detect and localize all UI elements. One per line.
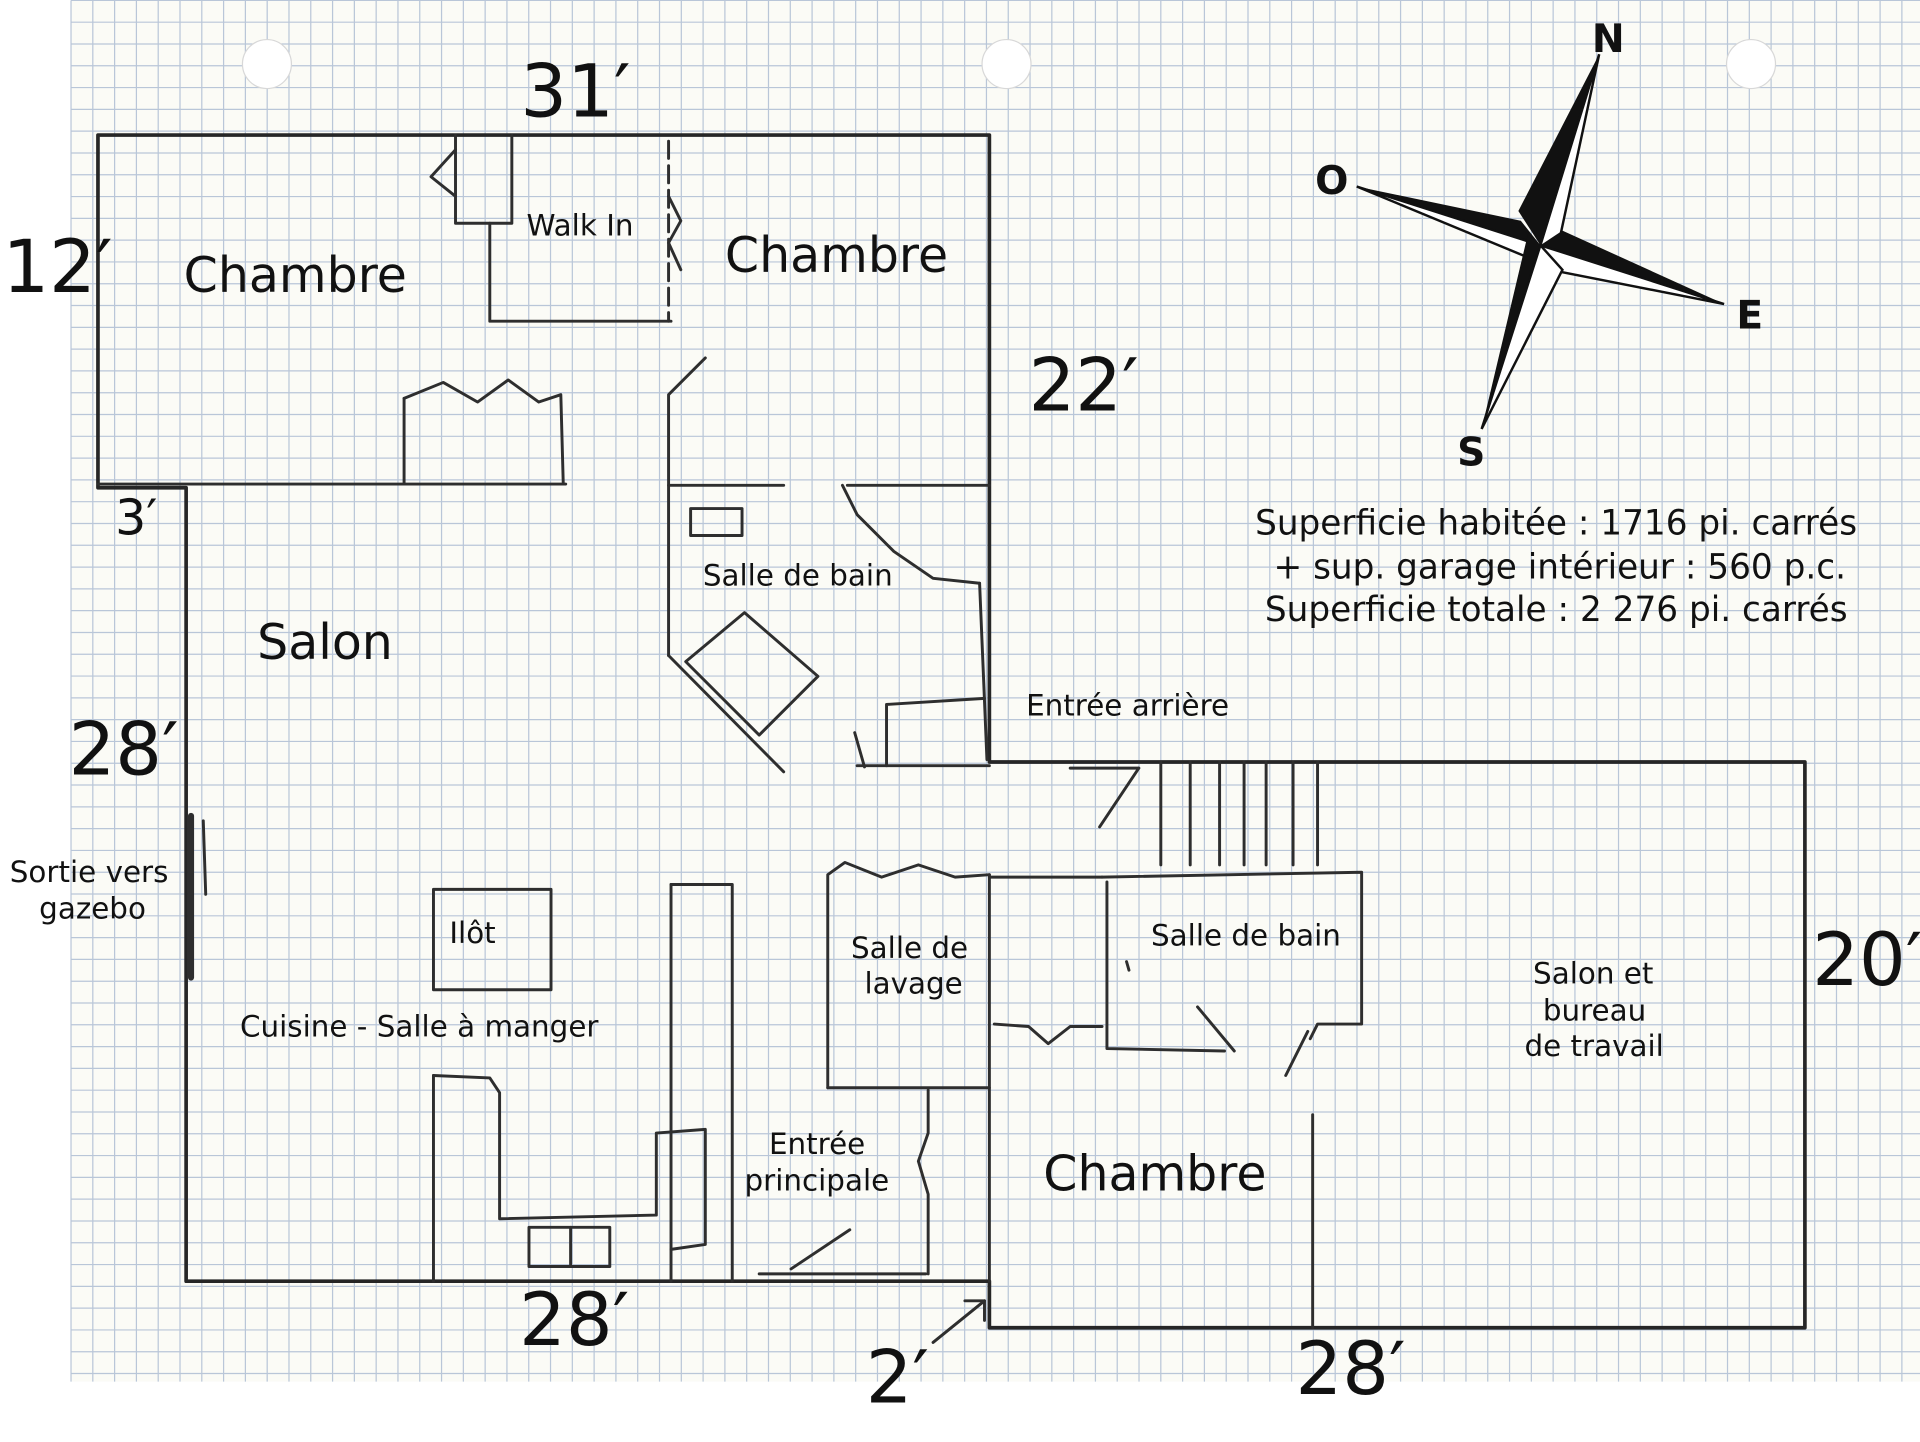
dim-bottom-left: 28′ [519, 1278, 629, 1363]
label-ilot: Ilôt [449, 916, 495, 950]
label-entree-line2: principale [744, 1164, 889, 1198]
room-walk-in: Walk In [527, 208, 634, 242]
label-sortie-line1: Sortie vers [10, 855, 169, 889]
compass-west: O [1315, 159, 1348, 204]
stairs [1068, 760, 1320, 867]
room-salle-de-bain-2: Salle de bain [1151, 919, 1341, 953]
dim-top: 31′ [520, 50, 630, 135]
room-chambre-se: Chambre [1043, 1146, 1266, 1203]
label-sortie-line2: gazebo [39, 892, 146, 926]
room-bureau-line3: de travail [1524, 1029, 1663, 1063]
stat-line3: Superficie totale : 2 276 pi. carrés [1265, 590, 1848, 630]
room-lavage-line2: lavage [864, 966, 962, 1000]
dim-upper-left: 12′ [2, 225, 112, 310]
room-lavage-line1: Salle de [851, 931, 968, 965]
island [432, 887, 553, 992]
room-salon: Salon [257, 614, 393, 671]
binder-hole [981, 38, 1032, 90]
compass-east: E [1736, 294, 1763, 339]
dim-mid-left: 28′ [69, 707, 179, 792]
stat-line2: + sup. garage intérieur : 560 p.c. [1273, 547, 1846, 587]
compass-rose-icon [1356, 53, 1725, 430]
room-chambre-nw: Chambre [184, 247, 407, 304]
dim-upper-right: 22′ [1029, 344, 1139, 429]
graph-paper [71, 0, 1920, 1382]
room-salle-de-bain-1: Salle de bain [703, 559, 893, 593]
dim-bottom-step: 2′ [866, 1335, 929, 1420]
room-bureau-line2: bureau [1543, 993, 1646, 1027]
label-entree-arriere: Entrée arrière [1026, 688, 1229, 722]
compass-north: N [1592, 17, 1625, 62]
dim-bottom-right: 28′ [1296, 1327, 1406, 1412]
label-entree-line1: Entrée [769, 1127, 865, 1161]
room-bureau-line1: Salon et [1533, 957, 1653, 991]
exterior-walls [96, 133, 1807, 1330]
stat-line1: Superficie habitée : 1716 pi. carrés [1255, 503, 1857, 543]
compass-south: S [1457, 431, 1485, 476]
dim-step-left: 3′ [115, 489, 157, 546]
interior-walls [96, 133, 1364, 1344]
binder-hole [1725, 38, 1777, 90]
paper-grid [70, 0, 1920, 1382]
room-chambre-n: Chambre [725, 227, 948, 284]
dim-right: 20′ [1812, 918, 1920, 1003]
room-cuisine: Cuisine - Salle à manger [240, 1009, 599, 1043]
binder-hole [241, 38, 293, 90]
